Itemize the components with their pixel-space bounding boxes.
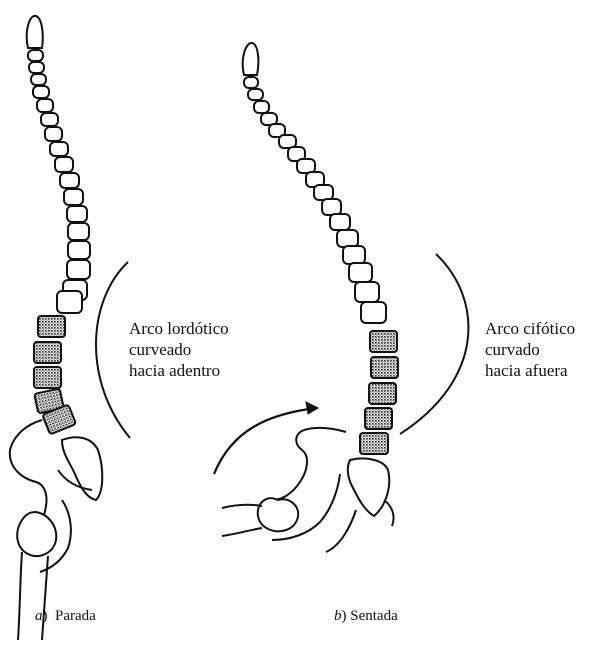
sacrum-b — [348, 458, 389, 516]
lumbar-vertebra-b — [371, 357, 398, 378]
vertebra-a — [68, 241, 90, 259]
spine-standing — [10, 16, 102, 640]
lumbar-vertebra-a — [34, 342, 61, 363]
vertebra-b — [297, 159, 315, 173]
sacrum-a — [62, 437, 102, 500]
vertebra-a — [67, 206, 87, 222]
label-kyphotic: Arco cifótico curvado hacia afuera — [485, 318, 575, 381]
lumbar-vertebra-a — [38, 316, 65, 337]
vertebra-a — [60, 173, 79, 188]
label-lordotic: Arco lordótico curveado hacia adentro — [129, 318, 229, 381]
caption-b-text: Sentada — [350, 608, 397, 624]
lordotic-arc — [96, 262, 130, 438]
vertebra-a — [31, 74, 46, 85]
spine-seated — [222, 43, 398, 552]
caption-b: b) Sentada — [334, 608, 398, 625]
vertebra-a — [50, 142, 68, 156]
rotation-arrow — [214, 408, 316, 474]
vertebra-b — [361, 302, 386, 323]
kyphotic-arc — [400, 254, 468, 434]
lumbar-vertebra-b — [365, 408, 392, 429]
spine-b-top — [243, 43, 259, 75]
caption-a-text: Parada — [55, 608, 96, 624]
lumbar-vertebra-a — [34, 367, 61, 388]
label-lordotic-line1: Arco lordótico — [129, 318, 229, 339]
vertebra-b — [314, 185, 333, 200]
label-kyphotic-line2: curvado — [485, 339, 575, 360]
caption-b-letter: b — [334, 608, 342, 624]
label-lordotic-line3: hacia adentro — [129, 360, 229, 381]
lumbar-vertebra-b — [370, 331, 397, 352]
vertebra-a — [33, 86, 49, 98]
vertebra-b — [337, 230, 358, 247]
vertebra-a — [64, 189, 83, 205]
label-kyphotic-line1: Arco cifótico — [485, 318, 575, 339]
label-kyphotic-line3: hacia afuera — [485, 360, 575, 381]
femur-b — [222, 498, 298, 536]
vertebra-a — [41, 113, 58, 126]
lumbar-vertebra-b — [369, 383, 396, 404]
vertebra-b — [248, 89, 263, 100]
vertebra-b — [244, 77, 258, 88]
vertebra-a — [45, 127, 62, 141]
vertebra-b — [343, 246, 365, 264]
vertebra-b — [349, 263, 372, 282]
label-lordotic-line2: curveado — [129, 339, 229, 360]
vertebra-a — [29, 62, 44, 73]
vertebra-a — [28, 50, 43, 61]
caption-a: a) Parada — [35, 608, 96, 625]
vertebra-b — [355, 282, 379, 302]
vertebra-a — [55, 157, 73, 172]
rotation-arrowhead-icon — [306, 402, 318, 414]
vertebra-b — [330, 214, 350, 230]
vertebra-b — [322, 199, 341, 215]
lumbar-vertebra-b — [360, 433, 388, 454]
vertebra-a — [37, 99, 53, 112]
caption-a-letter: a — [35, 608, 43, 624]
vertebra-a — [57, 291, 82, 313]
spine-a-top — [27, 16, 43, 48]
ischium-b — [384, 500, 394, 526]
vertebra-a — [67, 260, 90, 279]
vertebra-a — [68, 223, 89, 240]
pelvis-b — [272, 428, 356, 552]
vertebra-b — [254, 101, 269, 113]
